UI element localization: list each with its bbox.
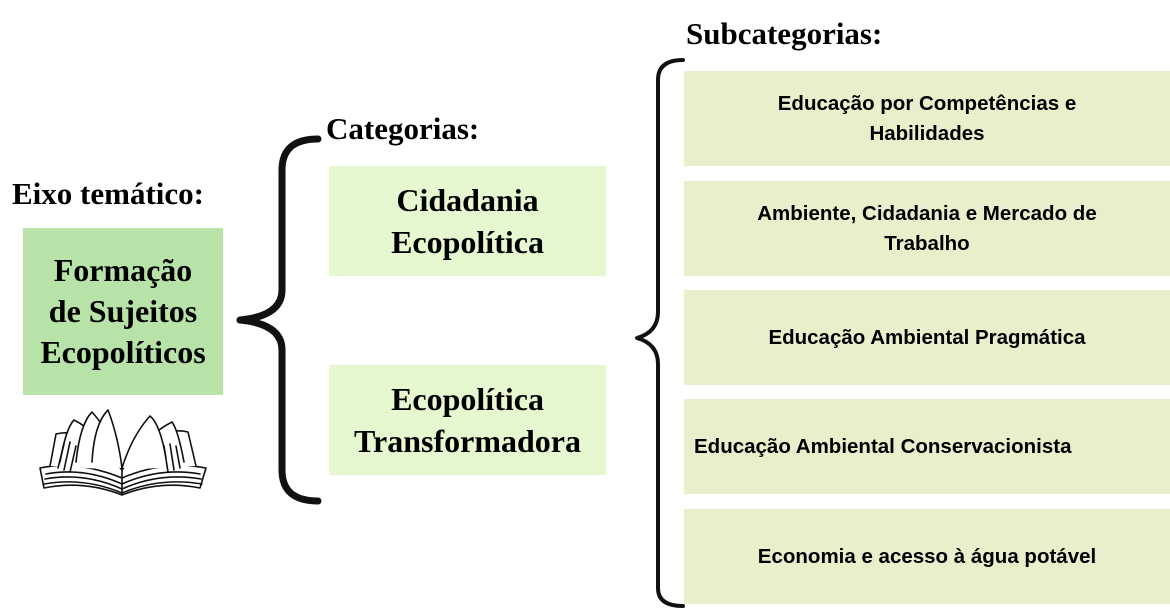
subcategory-label: Ambiente, Cidadania e Mercado de Trabalh… — [757, 201, 1097, 255]
subcategory-label: Educação por Competências e Habilidades — [777, 91, 1077, 145]
subcategory-label: Educação Ambiental Conservacionista — [694, 434, 1072, 458]
axis-label: Formação de Sujeitos Ecopolíticos — [40, 252, 206, 370]
axis-heading: Eixo temático: — [12, 176, 204, 211]
categories-heading: Categorias: — [326, 111, 480, 146]
axis-box: Formação de Sujeitos Ecopolíticos — [23, 228, 223, 395]
subcategories-heading: Subcategorias: — [686, 16, 883, 51]
subcategory-box: Educação Ambiental Conservacionista — [684, 399, 1170, 494]
category-label: Ecopolítica Transformadora — [354, 381, 581, 459]
category-box: Cidadania Ecopolítica — [329, 166, 606, 276]
subcategory-box: Educação Ambiental Pragmática — [684, 290, 1170, 385]
subcategory-box: Educação por Competências e Habilidades — [684, 71, 1170, 166]
category-label: Cidadania Ecopolítica — [391, 182, 544, 260]
category-box: Ecopolítica Transformadora — [329, 365, 606, 475]
subcategory-label: Educação Ambiental Pragmática — [768, 325, 1086, 349]
subcategory-box: Economia e acesso à água potável — [684, 509, 1170, 604]
subcategory-label: Economia e acesso à água potável — [757, 544, 1097, 568]
open-book-icon — [39, 409, 207, 496]
subcategory-box: Ambiente, Cidadania e Mercado de Trabalh… — [684, 181, 1170, 276]
categories-bracket — [236, 135, 322, 505]
subcategories-bracket — [635, 58, 685, 608]
